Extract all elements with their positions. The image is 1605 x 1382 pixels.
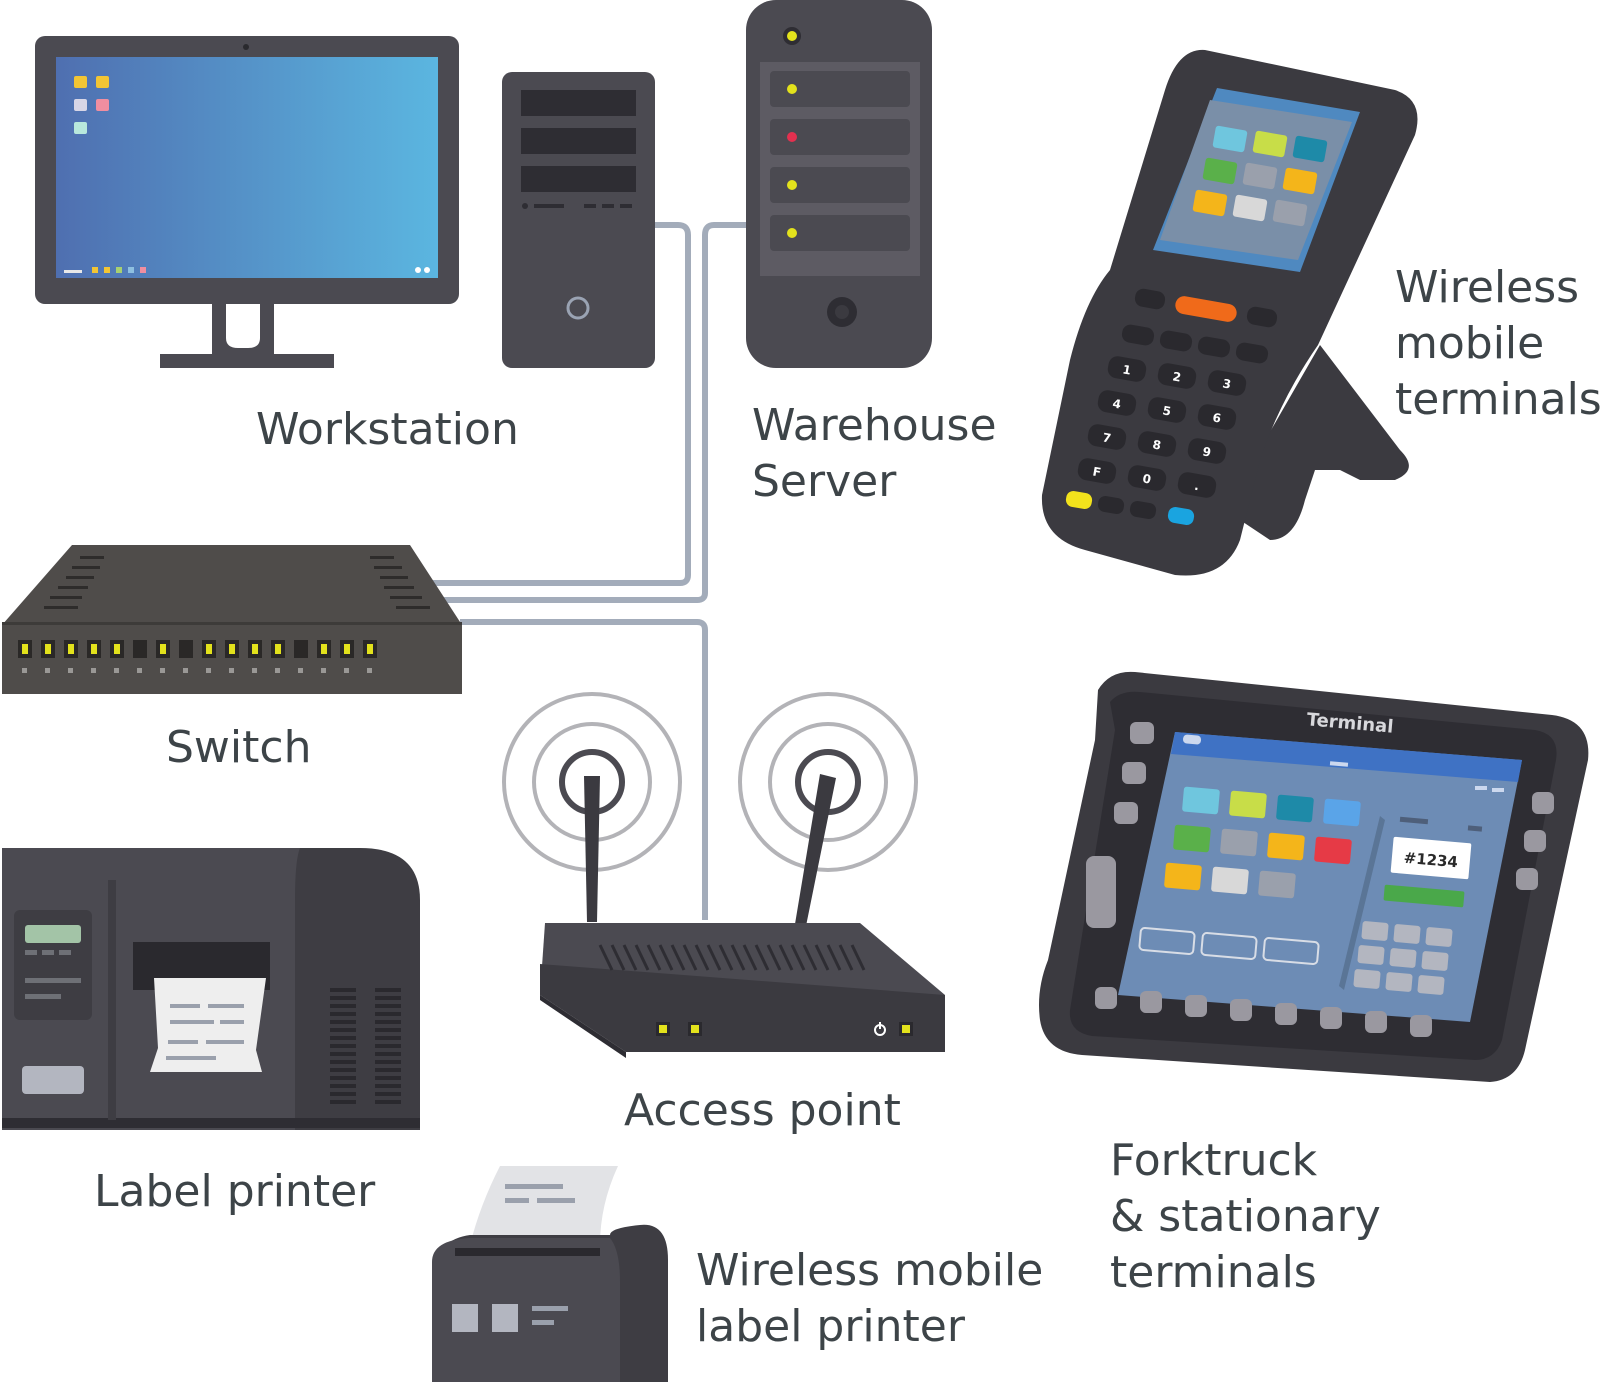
workstation-monitor (35, 36, 459, 368)
cable-server-switch (440, 222, 746, 603)
key-2: 2 (1171, 369, 1182, 384)
wireless-mobile-terminal: 1 2 3 4 5 6 7 8 9 F 0 . (1041, 49, 1418, 576)
key-4: 4 (1111, 396, 1122, 411)
workstation-tower (502, 72, 655, 368)
label-forktruck-line-1: Forktruck (1110, 1135, 1318, 1186)
label-wireless-mobile-label-printer: Wireless mobile label printer (696, 1243, 1043, 1355)
key-3: 3 (1221, 376, 1232, 391)
forktruck-stationary-terminal: Terminal #1234 (1039, 671, 1589, 1082)
label-access-point: Access point (624, 1085, 901, 1136)
label-wireless-terminals-line-3: terminals (1395, 374, 1602, 425)
label-mobile-printer-line-2: label printer (696, 1301, 965, 1352)
key-7: 7 (1101, 430, 1112, 445)
label-wireless-terminals-line-2: mobile (1395, 318, 1545, 369)
label-printer (2, 848, 420, 1130)
label-warehouse-server-line-1: Warehouse (752, 400, 997, 451)
label-label-printer: Label printer (94, 1166, 376, 1217)
network-cables (420, 222, 746, 920)
label-wireless-terminals-line-1: Wireless (1395, 262, 1580, 313)
keypad: 1 2 3 4 5 6 7 8 9 F 0 . (1077, 356, 1247, 498)
label-warehouse-server-line-2: Server (752, 456, 897, 507)
access-point (502, 692, 945, 1058)
key-8: 8 (1151, 437, 1162, 452)
key-6: 6 (1211, 410, 1222, 425)
label-switch: Switch (166, 722, 312, 773)
label-mobile-printer-line-1: Wireless mobile (696, 1245, 1044, 1296)
label-forktruck-line-2: & stationary (1110, 1191, 1381, 1242)
network-switch (2, 545, 462, 694)
cable-workstation-switch (420, 222, 691, 586)
ticket-number: #1234 (1403, 849, 1459, 872)
label-forktruck-stationary-terminals: Forktruck & stationary terminals (1110, 1133, 1381, 1301)
cable-switch-accesspoint (460, 619, 708, 920)
key-dot: . (1193, 479, 1200, 494)
key-0: 0 (1141, 471, 1152, 486)
label-wireless-mobile-terminals: Wireless mobile terminals (1395, 260, 1602, 428)
key-5: 5 (1161, 403, 1172, 418)
label-forktruck-line-3: terminals (1110, 1247, 1317, 1298)
label-warehouse-server: Warehouse Server (752, 398, 997, 510)
key-f: F (1092, 464, 1103, 479)
key-1: 1 (1121, 362, 1132, 377)
key-9: 9 (1201, 444, 1212, 459)
wireless-mobile-label-printer (432, 1166, 668, 1382)
label-workstation: Workstation (256, 404, 519, 455)
warehouse-server (746, 0, 932, 368)
